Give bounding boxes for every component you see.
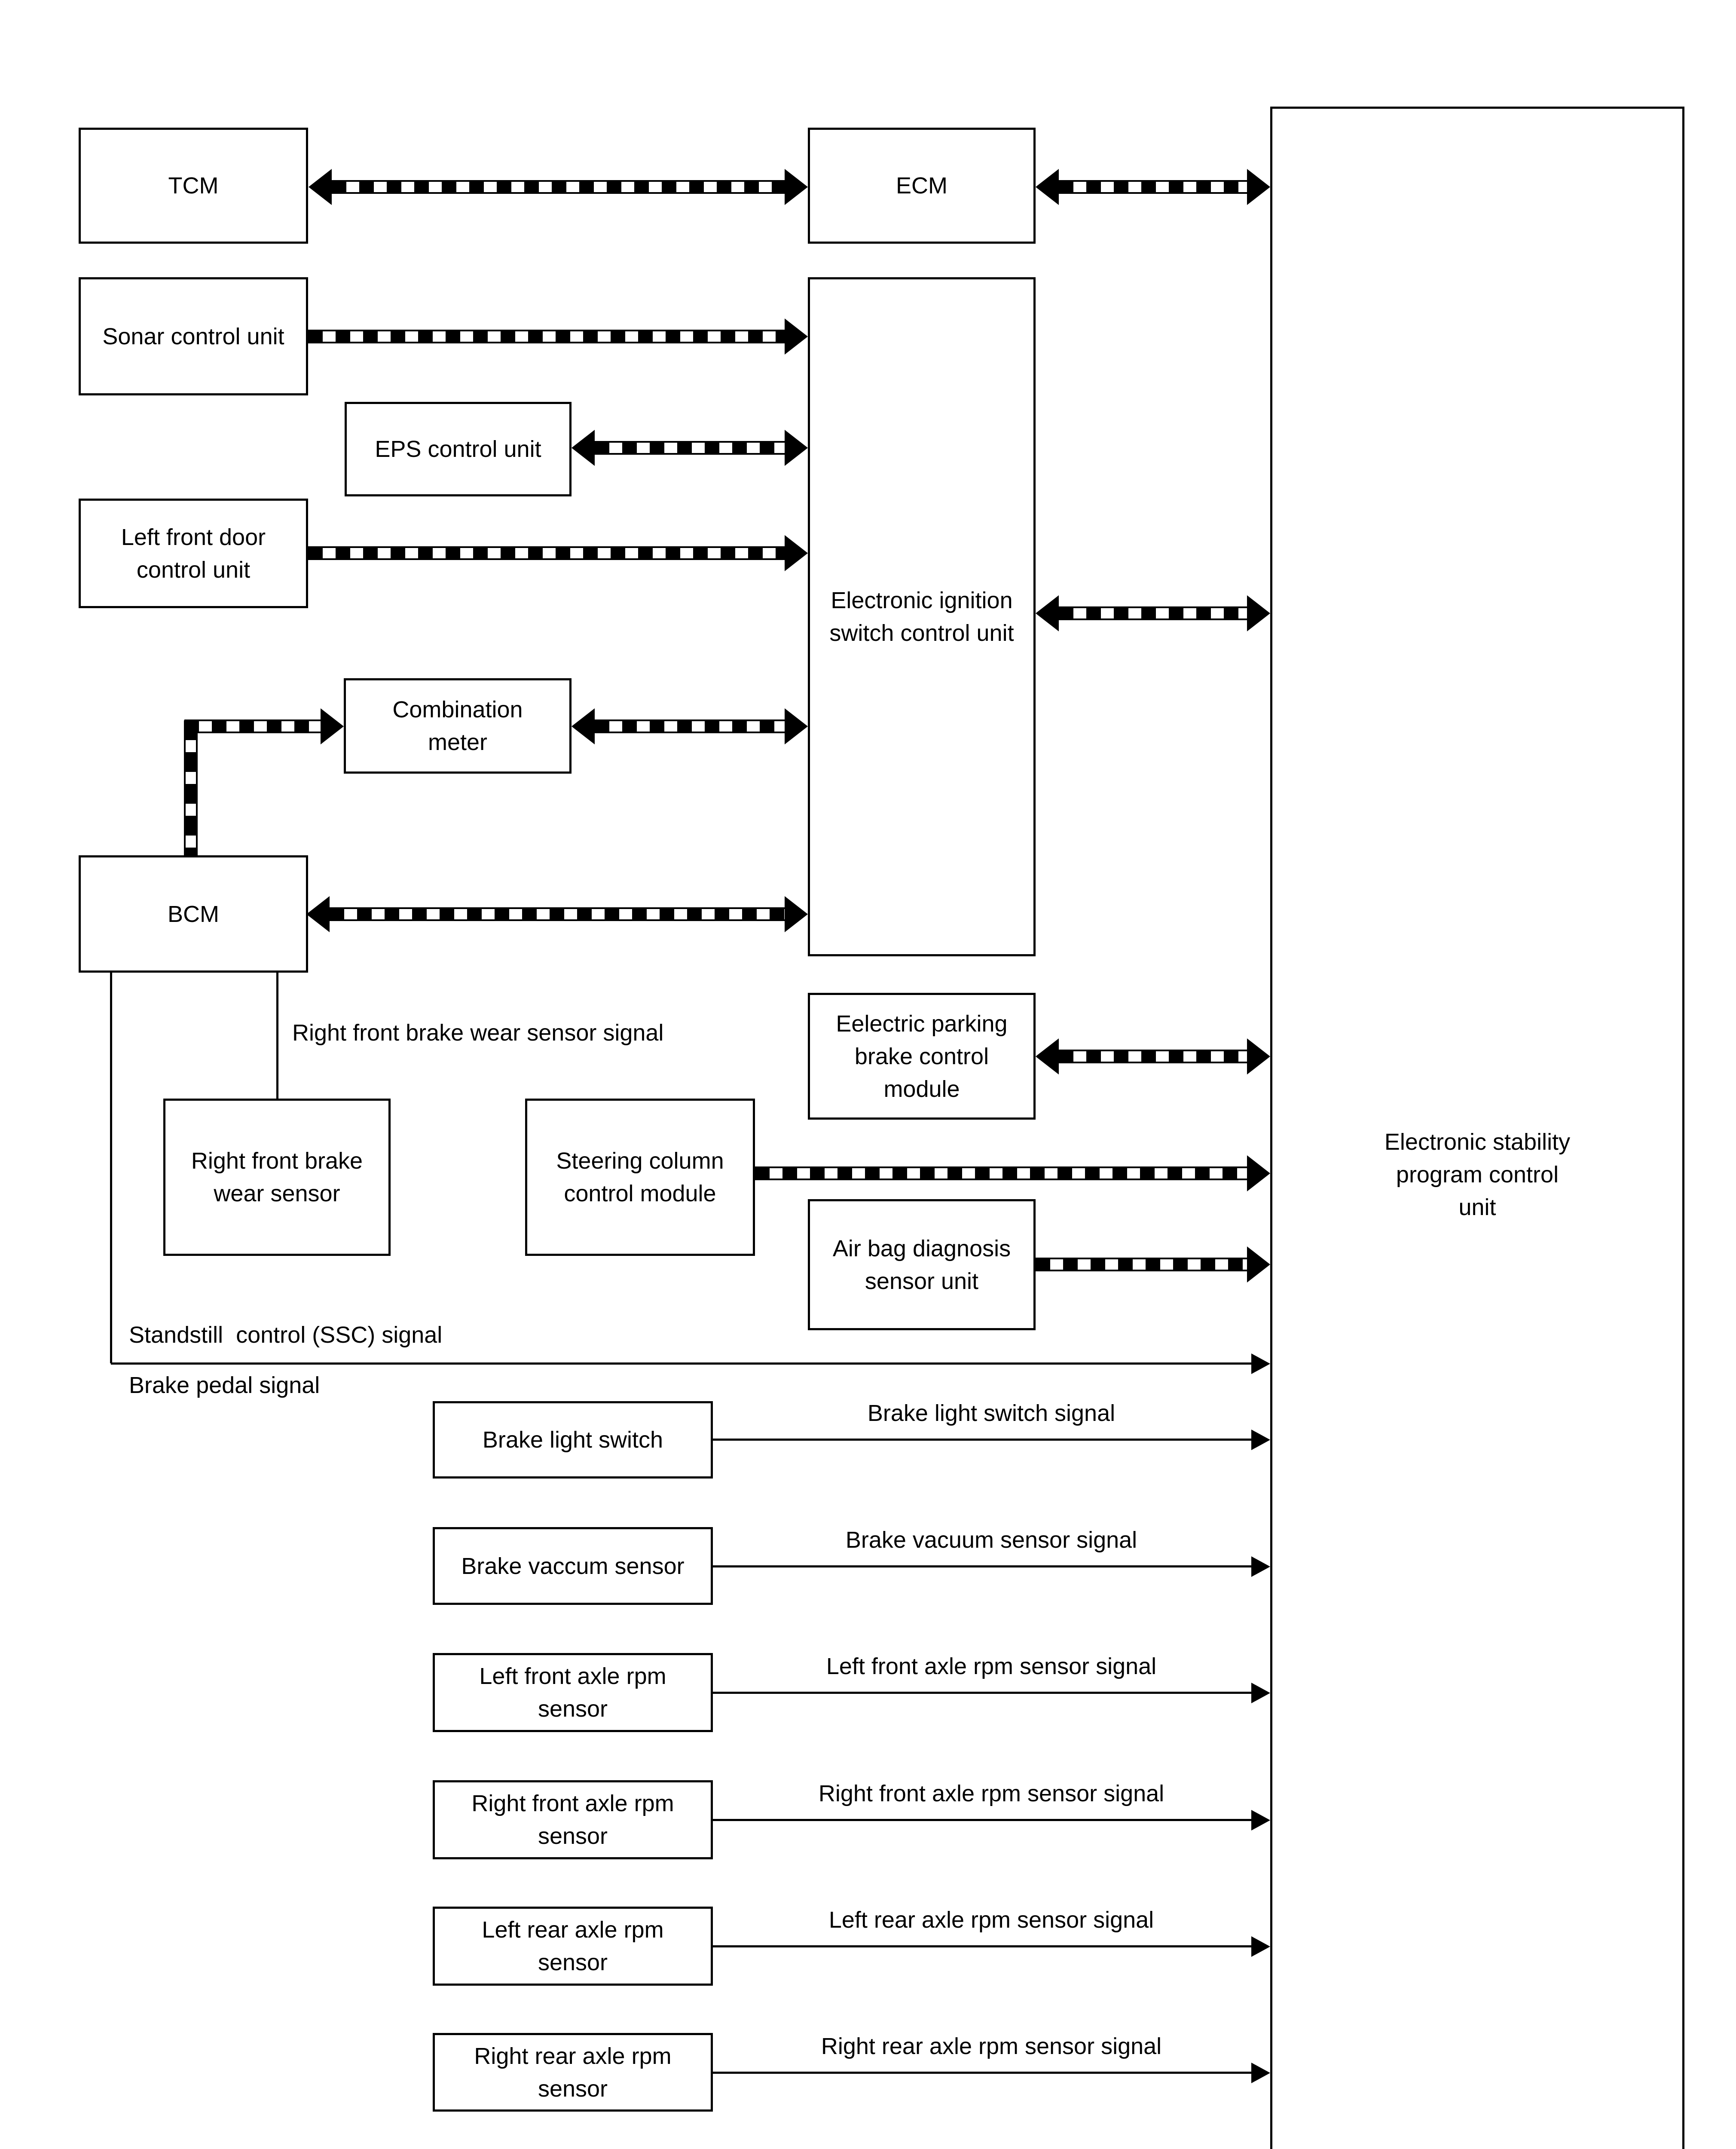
box-ecm-label: ECM bbox=[896, 173, 947, 199]
can-arrow-eps-ignition bbox=[572, 430, 808, 466]
arrowhead-right-icon bbox=[1251, 1556, 1270, 1577]
arrowhead-left-icon bbox=[1036, 1038, 1059, 1074]
arrowhead-right-icon bbox=[321, 708, 344, 744]
box-lf-axle-label: Left front axle rpm sensor bbox=[479, 1663, 666, 1722]
arrowhead-left-icon bbox=[572, 430, 595, 466]
box-tcm: TCM bbox=[79, 128, 308, 244]
box-bcm: BCM bbox=[79, 855, 308, 973]
box-left-front-door-label: Left front door control unit bbox=[121, 524, 266, 583]
box-electric-parking-brake-control-module: Eelectric parking brake control module bbox=[808, 993, 1036, 1120]
box-electronic-ignition-switch-control-unit: Electronic ignition switch control unit bbox=[808, 277, 1036, 956]
box-combination-meter-label: Combination meter bbox=[392, 697, 523, 755]
line-bcm-ssc-vertical bbox=[110, 973, 112, 1363]
box-sonar-control-unit: Sonar control unit bbox=[79, 277, 308, 395]
signal-label-brake-vacuum: Brake vacuum sensor signal bbox=[845, 1527, 1137, 1553]
can-arrow-tcm-ecm bbox=[309, 169, 808, 205]
can-arrow-combination-meter-ignition bbox=[572, 708, 808, 744]
signal-line-lf-axle bbox=[713, 1682, 1270, 1703]
arrowhead-right-icon bbox=[785, 896, 808, 932]
can-line-bcm-combination-meter-vertical bbox=[184, 720, 198, 855]
arrowhead-right-icon bbox=[1247, 1155, 1270, 1191]
box-left-front-axle-rpm-sensor: Left front axle rpm sensor bbox=[433, 1653, 713, 1732]
box-steering-column-label: Steering column control module bbox=[556, 1148, 724, 1206]
arrowhead-right-icon bbox=[1251, 1353, 1270, 1374]
arrowhead-right-icon bbox=[1247, 1038, 1270, 1074]
box-eps-label: EPS control unit bbox=[375, 436, 541, 462]
signal-line-rr-axle bbox=[713, 2062, 1270, 2083]
box-eps-control-unit: EPS control unit bbox=[345, 402, 572, 496]
can-arrow-left-front-door-ignition bbox=[308, 535, 808, 571]
arrowhead-right-icon bbox=[785, 169, 808, 205]
signal-label-brake-wear: Right front brake wear sensor signal bbox=[292, 1020, 664, 1046]
box-brake-light-switch: Brake light switch bbox=[433, 1401, 713, 1479]
signal-label-ssc: Standstill control (SSC) signal bbox=[129, 1322, 443, 1348]
arrowhead-left-icon bbox=[309, 169, 332, 205]
arrowhead-right-icon bbox=[785, 430, 808, 466]
box-brake-vacuum-sensor-label: Brake vaccum sensor bbox=[461, 1553, 685, 1579]
can-arrow-bcm-ignition bbox=[306, 896, 808, 932]
arrowhead-right-icon bbox=[1251, 1809, 1270, 1831]
can-arrow-ignition-esp bbox=[1036, 595, 1270, 631]
arrowhead-left-icon bbox=[572, 708, 595, 744]
box-electronic-stability-program-control-unit: Electronic stability program control uni… bbox=[1270, 107, 1684, 2149]
box-air-bag-diagnosis-sensor-unit: Air bag diagnosis sensor unit bbox=[808, 1199, 1036, 1330]
box-brake-vacuum-sensor: Brake vaccum sensor bbox=[433, 1527, 713, 1605]
arrowhead-right-icon bbox=[1247, 595, 1270, 631]
arrowhead-left-icon bbox=[1036, 595, 1059, 631]
signal-label-brake-pedal: Brake pedal signal bbox=[129, 1372, 320, 1398]
box-tcm-label: TCM bbox=[168, 173, 219, 199]
box-right-front-brake-wear-sensor: Right front brake wear sensor bbox=[163, 1099, 391, 1256]
arrowhead-right-icon bbox=[1247, 1246, 1270, 1283]
box-right-rear-axle-rpm-sensor: Right rear axle rpm sensor bbox=[433, 2033, 713, 2112]
signal-label-lf-axle: Left front axle rpm sensor signal bbox=[826, 1653, 1157, 1679]
arrowhead-right-icon bbox=[785, 708, 808, 744]
can-arrow-parking-brake-esp bbox=[1036, 1038, 1270, 1074]
signal-line-lr-axle bbox=[713, 1936, 1270, 1957]
box-left-front-door-control-unit: Left front door control unit bbox=[79, 499, 308, 608]
signal-line-ssc bbox=[111, 1353, 1270, 1374]
line-bcm-brake-wear-sensor bbox=[276, 973, 278, 1099]
box-ecm: ECM bbox=[808, 128, 1036, 244]
arrowhead-right-icon bbox=[785, 535, 808, 571]
box-steering-column-control-module: Steering column control module bbox=[525, 1099, 755, 1256]
signal-line-brake-vacuum bbox=[713, 1556, 1270, 1577]
signal-label-rr-axle: Right rear axle rpm sensor signal bbox=[821, 2033, 1162, 2059]
signal-label-rf-axle: Right front axle rpm sensor signal bbox=[818, 1781, 1164, 1806]
arrowhead-right-icon bbox=[1251, 1429, 1270, 1450]
arrowhead-right-icon bbox=[1251, 1682, 1270, 1703]
box-parking-brake-label: Eelectric parking brake control module bbox=[836, 1010, 1008, 1102]
arrowhead-right-icon bbox=[1247, 169, 1270, 205]
can-arrow-steering-column-esp bbox=[755, 1155, 1270, 1191]
can-arrow-ecm-esp bbox=[1036, 169, 1270, 205]
signal-label-lr-axle: Left rear axle rpm sensor signal bbox=[828, 1907, 1154, 1933]
arrowhead-left-icon bbox=[1036, 169, 1059, 205]
box-right-front-axle-rpm-sensor: Right front axle rpm sensor bbox=[433, 1780, 713, 1859]
signal-label-brake-light: Brake light switch signal bbox=[867, 1400, 1116, 1426]
can-arrow-bcm-combination-meter bbox=[184, 708, 344, 744]
box-lr-axle-label: Left rear axle rpm sensor bbox=[482, 1917, 664, 1975]
box-bcm-label: BCM bbox=[168, 901, 219, 927]
box-rf-axle-label: Right front axle rpm sensor bbox=[471, 1791, 674, 1849]
arrowhead-right-icon bbox=[1251, 1936, 1270, 1957]
box-brake-wear-label: Right front brake wear sensor bbox=[191, 1148, 363, 1206]
arrowhead-right-icon bbox=[785, 318, 808, 355]
box-combination-meter: Combination meter bbox=[344, 678, 572, 774]
box-ignition-label: Electronic ignition switch control unit bbox=[829, 588, 1014, 646]
arrowhead-right-icon bbox=[1251, 2062, 1270, 2083]
signal-line-rf-axle bbox=[713, 1809, 1270, 1831]
box-esp-label: Electronic stability program control uni… bbox=[1384, 1129, 1571, 1220]
box-left-rear-axle-rpm-sensor: Left rear axle rpm sensor bbox=[433, 1907, 713, 1986]
can-arrow-sonar-ignition bbox=[308, 318, 808, 355]
box-rr-axle-label: Right rear axle rpm sensor bbox=[474, 2043, 672, 2102]
box-brake-light-switch-label: Brake light switch bbox=[482, 1427, 663, 1453]
can-arrow-air-bag-esp bbox=[1036, 1246, 1270, 1283]
signal-line-brake-light-switch bbox=[713, 1429, 1270, 1450]
box-sonar-label: Sonar control unit bbox=[102, 323, 284, 349]
arrowhead-left-icon bbox=[306, 896, 330, 932]
box-air-bag-label: Air bag diagnosis sensor unit bbox=[832, 1235, 1011, 1294]
